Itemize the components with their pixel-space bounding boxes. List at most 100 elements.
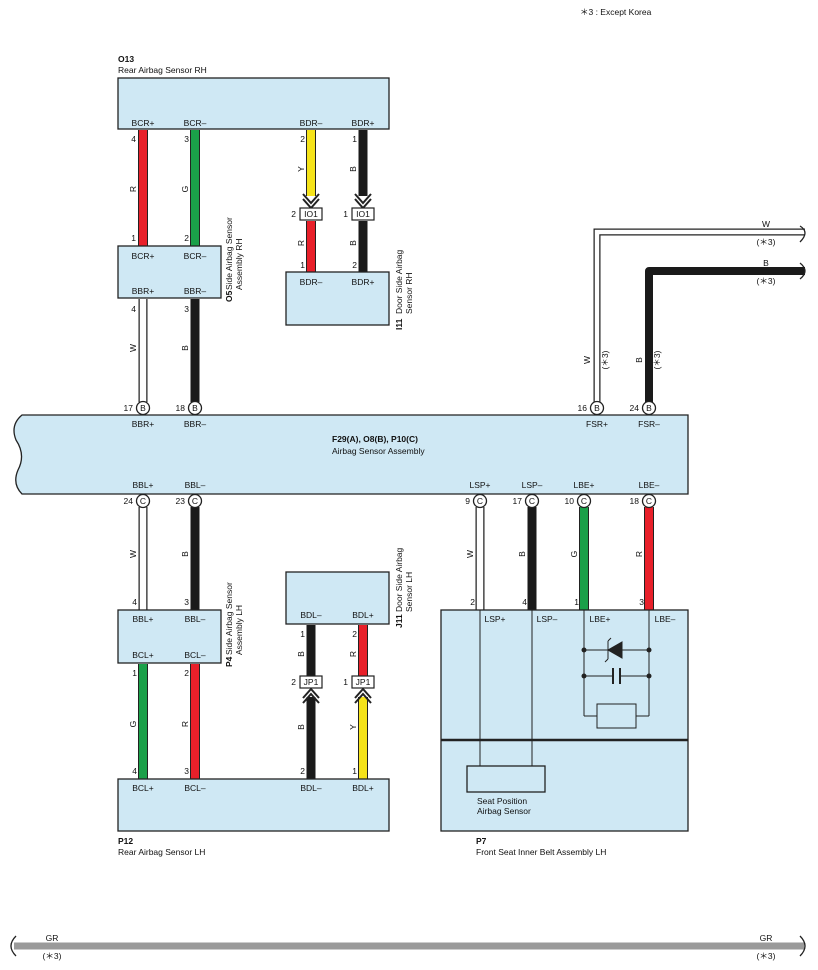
- jp1-label-right: JP1: [356, 677, 371, 687]
- o5-code: O5: [224, 290, 234, 302]
- main-name: Airbag Sensor Assembly: [332, 446, 425, 456]
- wire-color-j11-jp1-2: R: [348, 651, 358, 657]
- wire-color-jp1-p12-2: Y: [348, 724, 358, 730]
- p4-term-top-2: BBL–: [185, 614, 206, 624]
- main-term-bottom-3: LSP+: [469, 480, 490, 490]
- seat-position-sensor-box: [466, 765, 546, 793]
- j11-term-1: BDL–: [300, 610, 322, 620]
- p7-pin-2: 2: [470, 597, 475, 607]
- conn-circle-b-16: [589, 400, 605, 416]
- wire-color-main-p7-4: R: [634, 551, 644, 557]
- p12-code: P12: [118, 836, 133, 846]
- wire-color-main-p7-1: W: [465, 550, 475, 558]
- o5-pin-3: 3: [184, 304, 189, 314]
- main-term-top-3: FSR+: [586, 419, 608, 429]
- i11-label: I11 Door Side Airbag Sensor RH: [394, 249, 414, 330]
- right-wire-tag-1: (＊3): [757, 237, 776, 247]
- conn-letter-b-18: B: [192, 403, 198, 413]
- p12-box: [117, 778, 390, 832]
- main-pin-c17: 17: [513, 496, 523, 506]
- p4-pin-2: 2: [184, 668, 189, 678]
- node-1: [581, 647, 587, 653]
- p7-code: P7: [476, 836, 487, 846]
- lbe-resistor: [596, 703, 637, 729]
- gr-wire-break-left: [10, 935, 17, 957]
- wire-fsr-minus-b: [645, 267, 805, 402]
- main-top-connectors: B 17 B 18 B 16 B 24: [124, 400, 657, 416]
- main-box: [13, 414, 689, 495]
- io1-label-left: IO1: [304, 209, 318, 219]
- gr-color-right: GR: [760, 933, 773, 943]
- o13-box: [117, 77, 390, 130]
- main-term-top-1: BBR+: [132, 419, 154, 429]
- main-term-top-4: FSR–: [638, 419, 660, 429]
- j11-pin-1: 1: [300, 629, 305, 639]
- io1-arrow-right: [354, 193, 372, 210]
- p4-term-top-1: BBL+: [132, 614, 153, 624]
- node-4: [646, 673, 652, 679]
- main-pin-24: 24: [630, 403, 640, 413]
- conn-letter-b-16: B: [594, 403, 600, 413]
- wire-color-o13-o5-1: R: [128, 186, 138, 192]
- p12-pin-1: 1: [352, 766, 357, 776]
- wire-fsr-plus-outline: [593, 228, 805, 402]
- o5-name-1: Side Airbag Sensor: [224, 217, 234, 290]
- p4-pin-4: 4: [132, 597, 137, 607]
- wire-color-o13-o5-2: G: [180, 186, 190, 193]
- wire-color-main-p7-3: G: [569, 551, 579, 558]
- o13-term-2: BCR–: [184, 118, 207, 128]
- main-pin-17: 17: [124, 403, 134, 413]
- p4-code: P4: [224, 656, 234, 667]
- o5-pin-2: 2: [184, 233, 189, 243]
- o13-pin-3: 3: [184, 134, 189, 144]
- p4-pin-3: 3: [184, 597, 189, 607]
- main-pin-c23: 23: [176, 496, 186, 506]
- conn-letter-c-17: C: [529, 496, 535, 506]
- p7-name: Front Seat Inner Belt Assembly LH: [476, 847, 606, 857]
- p12-term-1: BCL+: [132, 783, 154, 793]
- main-term-bottom-6: LBE–: [639, 480, 660, 490]
- o13-pin-4: 4: [131, 134, 136, 144]
- conn-letter-b-24: B: [646, 403, 652, 413]
- o5-pin-1: 1: [131, 233, 136, 243]
- p12-term-2: BCL–: [184, 783, 206, 793]
- main-term-bottom-5: LBE+: [573, 480, 594, 490]
- wire-fsr-plus-w: [594, 229, 805, 402]
- p7-pin-3: 3: [639, 597, 644, 607]
- main-term-bottom-2: BBL–: [185, 480, 206, 490]
- main-pin-16: 16: [578, 403, 588, 413]
- conn-letter-b-17: B: [140, 403, 146, 413]
- wire-color-jp1-p12-1: B: [296, 724, 306, 730]
- wire-color-io1-i11-1: R: [296, 240, 306, 246]
- jp1-pin-right: 1: [343, 677, 348, 687]
- p12-pin-2: 2: [300, 766, 305, 776]
- o5-label: O5 Side Airbag Sensor Assembly RH: [224, 217, 244, 302]
- conn-letter-c-9: C: [477, 496, 483, 506]
- p7-pin-4: 4: [522, 597, 527, 607]
- conn-circle-c-9: [472, 493, 488, 509]
- note-except-korea: ＊3 : Except Korea: [580, 7, 652, 17]
- p4-pin-1: 1: [132, 668, 137, 678]
- i11-box: [285, 271, 390, 326]
- gr-wire-break-right: [799, 935, 806, 957]
- jp1-label-left: JP1: [304, 677, 319, 687]
- zener-diode-icon: [606, 641, 623, 659]
- p7-term-4: LBE–: [655, 614, 676, 624]
- p7-inner-label-2: Airbag Sensor: [477, 806, 531, 816]
- wire-color-main-p4-1: W: [128, 550, 138, 558]
- conn-letter-c-23: C: [192, 496, 198, 506]
- o5-term-bottom-1: BBR+: [132, 286, 154, 296]
- i11-term-2: BDR+: [352, 277, 375, 287]
- wire-color-p4-p12-2: R: [180, 721, 190, 727]
- conn-circle-b-24: [641, 400, 657, 416]
- wire-tag-fsr-2: (＊3): [652, 350, 662, 369]
- gr-tag-right: (＊3): [757, 951, 776, 961]
- o5-term-bottom-2: BBR–: [184, 286, 206, 296]
- p4-box: [117, 609, 222, 664]
- p4-name-2: Assembly LH: [234, 605, 244, 655]
- io1-pin-right: 1: [343, 209, 348, 219]
- main-pin-18: 18: [176, 403, 186, 413]
- o5-name-2: Assembly RH: [234, 239, 244, 290]
- i11-pin-1: 1: [300, 260, 305, 270]
- wire-color-o5-main-1: W: [128, 344, 138, 352]
